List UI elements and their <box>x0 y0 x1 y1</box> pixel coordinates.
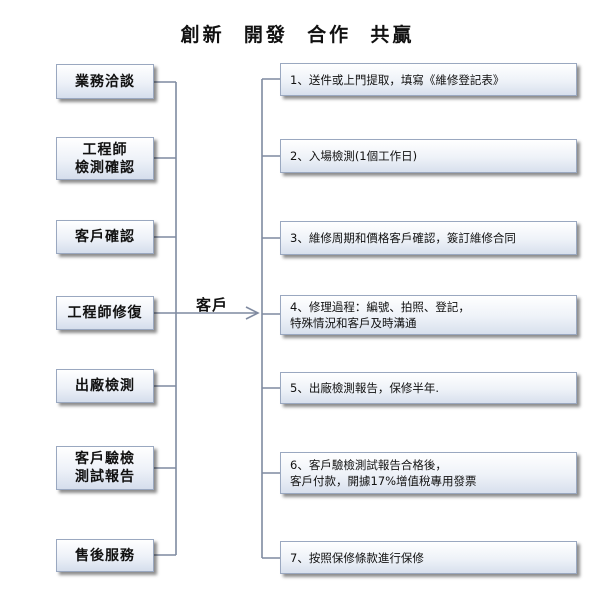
right-step-4: 4、修理過程：編號、拍照、登記， 特殊情況和客戶及時溝通 <box>280 295 577 335</box>
center-label-customer: 客戶 <box>196 296 229 314</box>
left-step-7: 售後服務 <box>56 539 154 572</box>
left-step-5: 出廠檢測 <box>56 369 154 403</box>
left-step-3: 客戶確認 <box>56 220 154 254</box>
page-title: 創新 開發 合作 共贏 <box>180 24 415 46</box>
right-step-6: 6、客戶驗檢測試報告合格後， 客戶付款，開據17%增值稅專用發票 <box>280 452 577 494</box>
left-step-2: 工程師 檢測確認 <box>56 137 154 180</box>
center-arrow-head <box>245 306 260 320</box>
right-step-2: 2、入場檢測(1個工作日) <box>280 139 577 173</box>
right-step-1: 1、送件或上門提取，填寫《維修登記表》 <box>280 63 577 96</box>
right-step-3: 3、維修周期和價格客戶確認，簽訂維修合同 <box>280 221 577 255</box>
right-step-7: 7、按照保修條款進行保修 <box>280 541 577 574</box>
left-step-4: 工程師修復 <box>56 296 154 330</box>
right-step-5: 5、出廠檢測報告，保修半年. <box>280 372 577 404</box>
left-step-6: 客戶驗檢 測試報告 <box>56 446 154 490</box>
left-step-1: 業務洽談 <box>56 64 154 99</box>
